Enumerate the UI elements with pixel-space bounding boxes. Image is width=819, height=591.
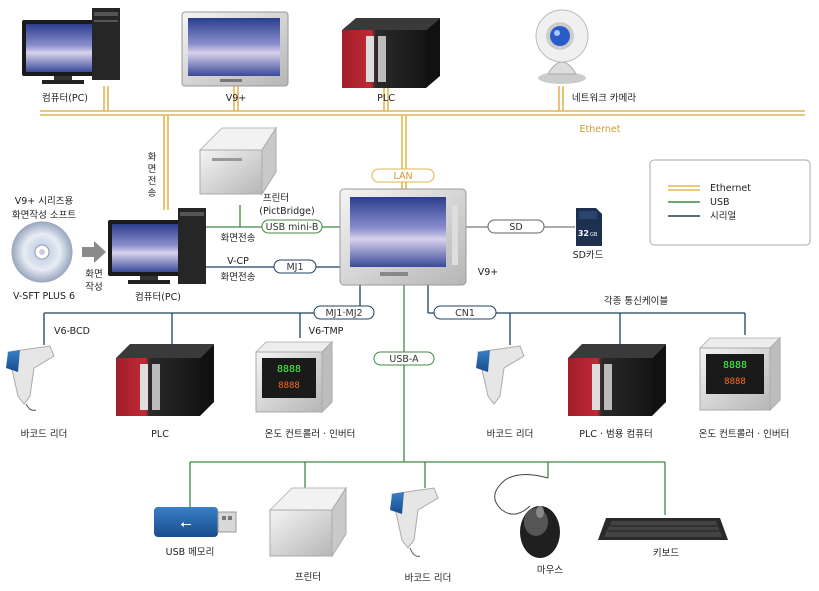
screen-create-2: 작성 (85, 282, 102, 293)
svg-text:8888: 8888 (277, 364, 301, 375)
plc-left-label: PLC (151, 429, 169, 440)
printer-bottom-label: 프린터 (295, 572, 321, 583)
top-camera-label: 네트워크 카메라 (572, 93, 636, 104)
temp-controller-right-label: 온도 컨트롤러 · 인버터 (699, 429, 790, 440)
mj1-mj2-label: MJ1·MJ2 (325, 308, 362, 319)
sd-label: SD (509, 222, 522, 233)
v9-center-label: V9+ (478, 267, 499, 278)
svg-text:8888: 8888 (724, 377, 746, 387)
keyboard-label: 키보드 (653, 548, 679, 559)
comm-cable-label: 각종 통신케이블 (604, 295, 668, 307)
screen-transfer-mj-label: 화면전송 (221, 272, 256, 283)
barcode-bottom-label: 바코드 리더 (405, 573, 452, 584)
software-title-1: V9+ 시리즈용 (15, 196, 74, 207)
mouse-icon (494, 474, 560, 558)
plc-pc-right-label: PLC · 범용 컴퓨터 (579, 428, 652, 440)
svg-text:8888: 8888 (278, 381, 300, 391)
temp-controller-left-icon: 8888 8888 (254, 340, 334, 414)
printer-icon (198, 126, 277, 196)
usb-a-pill (373, 351, 435, 366)
temp-controller-right-icon: 8888 8888 (698, 336, 782, 412)
barcode-reader-right-icon (476, 345, 525, 405)
arrow-right-icon (82, 241, 106, 263)
screen-transfer-usb-label: 화면전송 (221, 233, 256, 244)
network-camera-icon (535, 9, 589, 84)
cn1-pill (433, 305, 497, 320)
cn1-label: CN1 (455, 308, 475, 319)
screen-create-1: 화면 (85, 269, 102, 280)
temp-controller-left-label: 온도 컨트롤러 · 인버터 (265, 429, 356, 440)
barcode-reader-left-icon (6, 345, 55, 411)
printer-label-1: 프린터 (263, 193, 289, 204)
pc-top-icon (22, 8, 120, 84)
usb-memory-label: USB 메모리 (166, 547, 215, 558)
legend-ethernet: Ethernet (710, 183, 751, 194)
v6-tmp-label: V6-TMP (309, 326, 344, 337)
middle-pc-label: 컴퓨터(PC) (135, 291, 181, 303)
top-v9-label: V9+ (226, 93, 247, 104)
mj1-mj2-pill (313, 305, 375, 320)
mj1-pill (273, 259, 317, 274)
printer-bottom-icon (268, 486, 347, 558)
legend (649, 159, 811, 246)
legend-usb: USB (710, 197, 730, 208)
lan-label: LAN (393, 171, 412, 182)
plc-left-icon (116, 344, 214, 416)
pc-middle-icon (108, 208, 206, 284)
mj1-label: MJ1 (286, 262, 303, 273)
plc-right-icon (568, 344, 666, 416)
plc-top-icon (342, 18, 440, 88)
printer-label-2: (PictBridge) (259, 206, 315, 217)
software-name: V-SFT PLUS 6 (13, 291, 75, 302)
keyboard-icon (598, 518, 728, 540)
v6-bcd-label: V6-BCD (54, 326, 90, 337)
svg-text:8888: 8888 (723, 360, 747, 371)
barcode-right-label: 바코드 리더 (487, 429, 534, 440)
software-title-2: 화면작성 소프트 (12, 210, 76, 221)
barcode-reader-bottom-icon (390, 487, 439, 557)
sd-capacity: 32 (578, 229, 589, 238)
usb-mini-b-pill (261, 219, 323, 234)
ethernet-bus-label: Ethernet (580, 124, 621, 135)
sd-card-icon: 32 GB (576, 208, 602, 246)
usb-memory-icon: ⭠ (154, 507, 237, 537)
v9-center-icon (339, 188, 467, 286)
mouse-label: 마우스 (537, 565, 563, 576)
usb-mini-b-label: USB mini-B (266, 222, 319, 233)
svg-text:⭠: ⭠ (180, 516, 191, 532)
lan-pill (371, 168, 435, 183)
legend-serial: 시리얼 (710, 211, 736, 222)
top-pc-label: 컴퓨터(PC) (42, 92, 88, 104)
barcode-left-label: 바코드 리더 (21, 429, 68, 440)
v9-top-icon (181, 11, 289, 87)
top-plc-label: PLC (377, 93, 395, 104)
usb-a-label: USB-A (389, 354, 419, 365)
sd-unit: GB (590, 232, 598, 238)
sd-card-label: SD카드 (573, 250, 604, 261)
cd-disc-icon (11, 221, 73, 283)
v-cp-label: V-CP (227, 256, 249, 267)
sd-pill (487, 219, 545, 234)
